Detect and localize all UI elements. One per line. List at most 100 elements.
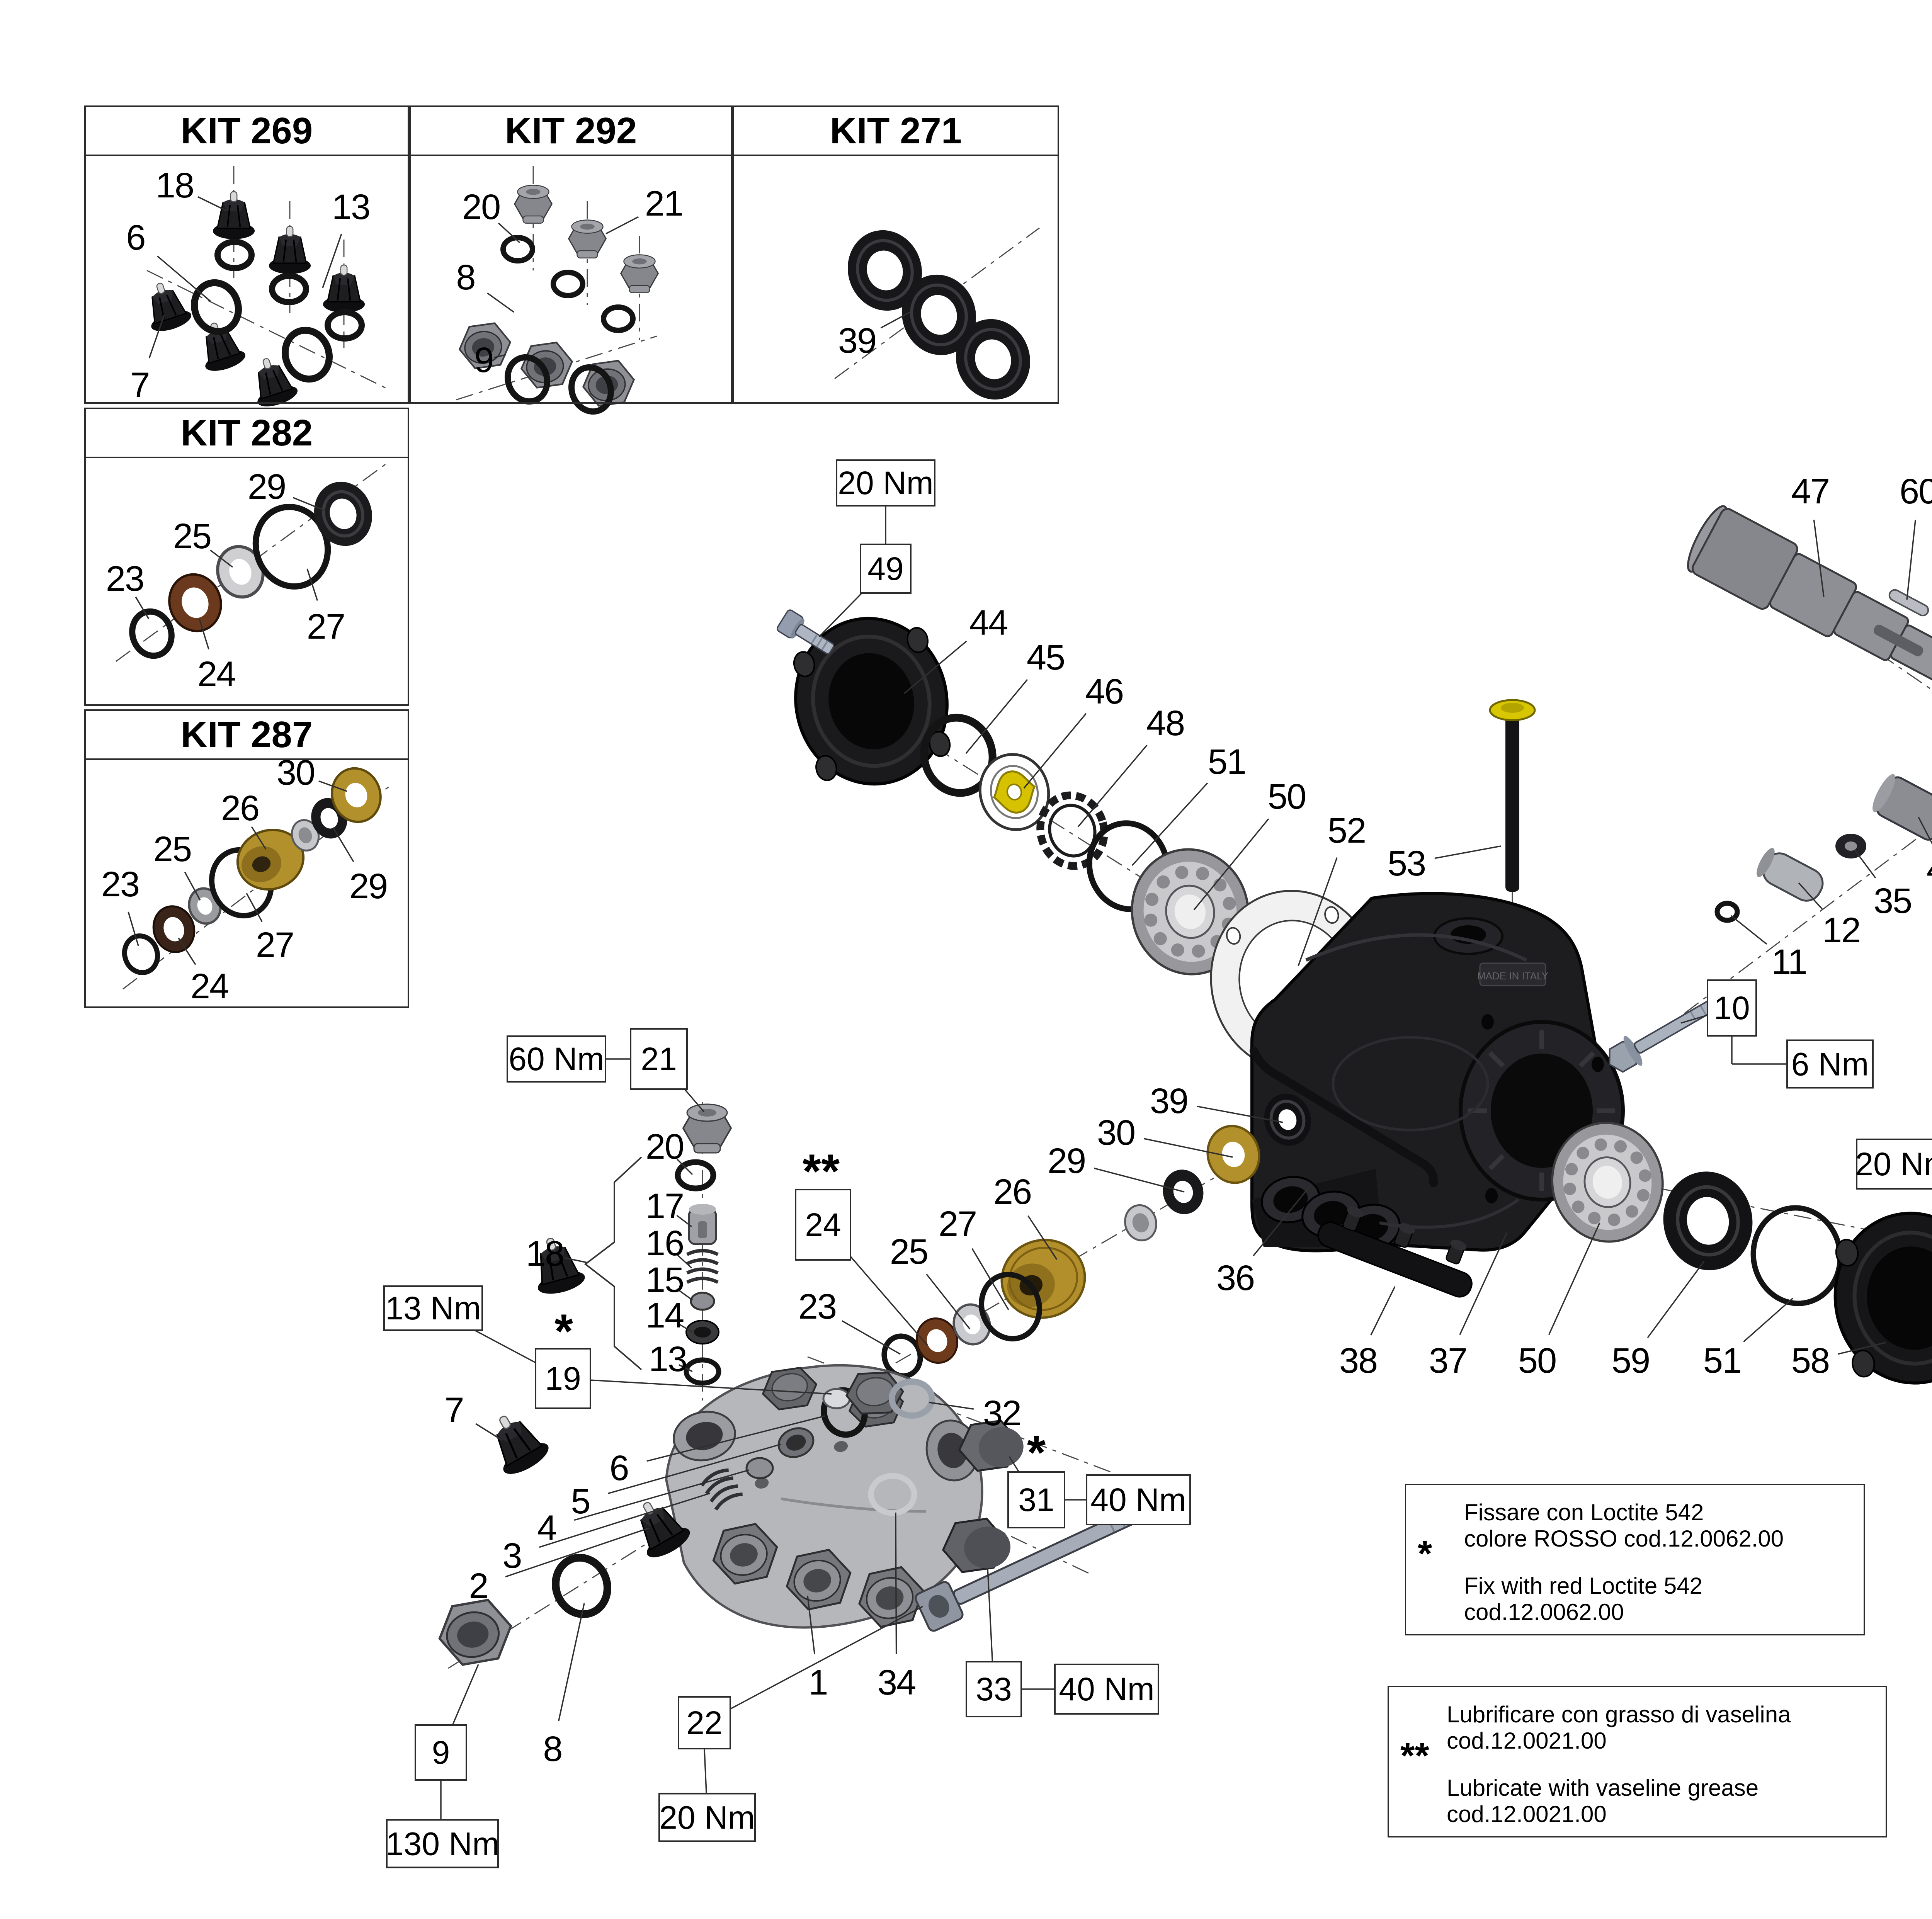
ref-box: 6 Nm — [1786, 1039, 1874, 1089]
part-callout: 20 — [645, 1127, 684, 1166]
leader-line — [1027, 1215, 1058, 1260]
note-star: ** — [1400, 1735, 1429, 1776]
kit-271-parts — [848, 230, 1030, 400]
box-leader-line — [704, 1606, 923, 1724]
part-callout: 2 — [469, 1566, 488, 1606]
part-callout: 58 — [1791, 1341, 1830, 1380]
ref-box: 40 Nm — [1086, 1474, 1191, 1525]
leader-line — [1253, 1185, 1311, 1256]
leader-line — [1023, 713, 1087, 789]
leader-line — [971, 1248, 1009, 1310]
kit-box-title: KIT 287 — [86, 711, 408, 760]
part-callout: 14 — [645, 1296, 684, 1335]
ref-box: 10 — [1707, 979, 1757, 1037]
leader-line — [605, 216, 639, 235]
part-oring-13 — [684, 1357, 721, 1386]
leader-line — [564, 1257, 588, 1263]
ref-box: 24 — [795, 1189, 851, 1261]
part-plunger-40 — [1872, 774, 1932, 841]
note-loctite: * Fissare con Loctite 542 colore ROSSO c… — [1405, 1484, 1865, 1635]
part-callout: 29 — [247, 467, 286, 507]
kit-box: KIT 269 — [84, 105, 409, 404]
part-callout: 37 — [1429, 1341, 1468, 1380]
part-callout: 50 — [1267, 777, 1306, 816]
part-callout: 39 — [1150, 1081, 1189, 1121]
part-callout: 8 — [456, 258, 476, 297]
kit-box: KIT 287 — [84, 709, 409, 1008]
leader-line — [184, 872, 201, 901]
ref-box: 9 — [415, 1724, 467, 1781]
connector-line — [704, 1749, 707, 1793]
part-callout: 12 — [1822, 911, 1861, 950]
part-callout: 5 — [571, 1482, 590, 1521]
part-crankshaft-47 — [1687, 505, 1932, 682]
part-seal-24 — [915, 1317, 959, 1364]
part-callout: 18 — [155, 166, 194, 205]
part-callout: 4 — [537, 1508, 557, 1548]
note-line: colore ROSSO cod.12.0062.00 — [1464, 1526, 1784, 1552]
ref-box: 22 — [678, 1696, 731, 1749]
part-callout: 52 — [1327, 811, 1366, 850]
part-seal-39 — [1264, 1093, 1311, 1146]
leader-line — [646, 1415, 825, 1462]
part-seat-5 — [777, 1427, 815, 1458]
part-oring-8 — [552, 1554, 611, 1618]
ref-box: 20 Nm — [836, 459, 935, 507]
leader-line — [1906, 520, 1916, 600]
leader-line — [1647, 1261, 1705, 1338]
ref-box: 20 Nm — [1855, 1139, 1932, 1190]
part-washer-11 — [1714, 901, 1740, 923]
leader-line — [1813, 520, 1825, 597]
leader-line — [574, 1469, 749, 1521]
part-callout: 23 — [105, 559, 145, 598]
part-callout: 23 — [798, 1287, 837, 1326]
part-callout: 7 — [444, 1390, 464, 1430]
part-wire-36 — [1250, 1047, 1438, 1187]
kit-box-title: KIT 292 — [411, 107, 731, 156]
leader-line — [148, 314, 165, 359]
ref-box: 31 — [1007, 1471, 1065, 1528]
box-leader-line — [563, 1378, 832, 1395]
leader-line — [903, 641, 967, 694]
part-callout: 24 — [197, 654, 236, 694]
part-callout: 59 — [1611, 1341, 1650, 1380]
part-callout: 1 — [808, 1663, 828, 1702]
part-seal-bar-38 — [1317, 1207, 1473, 1298]
kit-287-parts — [122, 767, 382, 975]
leader-line — [293, 497, 326, 512]
part-callout: 34 — [877, 1663, 916, 1702]
leader-line — [1197, 1105, 1283, 1123]
leader-line — [1459, 1232, 1508, 1335]
note-line: Lubricate with vaseline grease — [1447, 1775, 1759, 1801]
part-bearing-flange-44 — [793, 617, 951, 786]
note-line: Fix with red Loctite 542 — [1464, 1573, 1702, 1599]
part-callout: 8 — [543, 1729, 563, 1769]
leader-line — [210, 549, 233, 568]
part-callout: 40 — [1927, 852, 1932, 887]
part-callout: 25 — [153, 829, 192, 869]
part-callout: 11 — [1771, 942, 1808, 982]
part-callout: 27 — [255, 925, 294, 965]
part-oring-20 — [675, 1159, 716, 1192]
leader-line — [1131, 782, 1208, 866]
part-callout: 17 — [645, 1186, 684, 1226]
ref-box: 130 Nm — [386, 1819, 499, 1868]
kit-box-title: KIT 271 — [734, 107, 1058, 156]
ref-box: 49 — [860, 544, 912, 594]
part-callout: 27 — [938, 1204, 977, 1244]
leader-line — [322, 234, 342, 288]
leader-line — [677, 1322, 693, 1333]
leader-line — [1838, 1342, 1886, 1355]
star-note: * — [1027, 1426, 1046, 1479]
leader-line — [1743, 1297, 1794, 1343]
ref-box: 21 — [630, 1028, 688, 1090]
leader-line — [493, 354, 507, 359]
part-callout: 24 — [190, 967, 229, 1006]
part-bolt-22 — [915, 1507, 1141, 1632]
part-callout: 35 — [1873, 881, 1912, 921]
leader-line — [677, 1288, 693, 1301]
part-washer-30 — [1206, 1125, 1260, 1184]
part-callout: 29 — [1047, 1141, 1086, 1181]
leader-line — [487, 292, 515, 313]
